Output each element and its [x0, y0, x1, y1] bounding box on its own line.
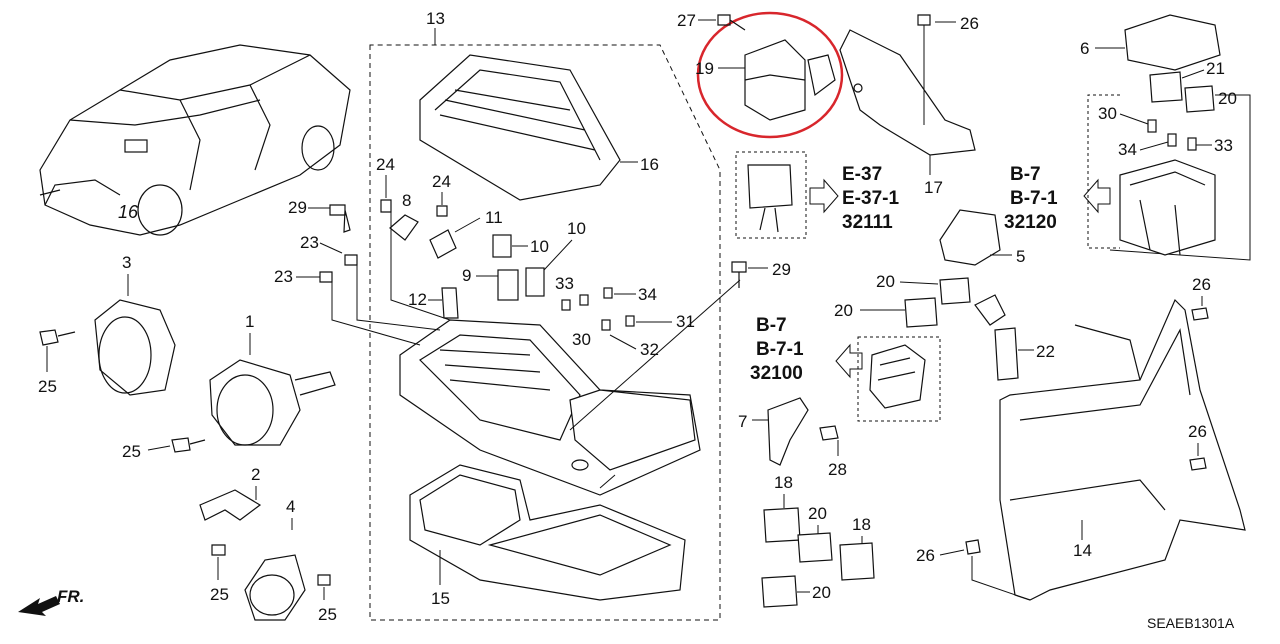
- callout-14: 14: [1073, 541, 1092, 560]
- callout-34-mid: 34: [638, 285, 657, 304]
- front-indicator-label: FR.: [57, 587, 84, 606]
- sleeve-22: 22: [974, 294, 1055, 381]
- callout-18-left: 18: [774, 473, 793, 492]
- callout-22: 22: [1036, 342, 1055, 361]
- fuse-box-small-parts: 29 24 8 24 11 10 10 9 23 23 12: [274, 155, 741, 431]
- callout-26-bottom: 26: [916, 546, 935, 565]
- horn-bracket-2-and-horn-4: 2 4 25 25: [199, 465, 337, 624]
- horn-1: 1 25: [122, 312, 336, 461]
- bracket-14: 14 26 26 26: [916, 275, 1246, 601]
- callout-1: 1: [245, 312, 254, 331]
- callout-33-mid: 33: [555, 274, 574, 293]
- callout-26-right-upper: 26: [1192, 275, 1211, 294]
- ref-b7-mid-line3: 32100: [750, 363, 803, 384]
- callout-20-bottom: 20: [812, 583, 831, 602]
- callout-25-top: 25: [38, 377, 57, 396]
- callout-7: 7: [738, 412, 747, 431]
- bracket-7: 7 28: [738, 397, 847, 479]
- front-direction-indicator: FR.: [18, 587, 84, 616]
- callout-33-right: 33: [1214, 136, 1233, 155]
- callout-29-right: 29: [772, 260, 791, 279]
- callout-21: 21: [1206, 59, 1225, 78]
- relays-20-middle: 20 20: [834, 272, 971, 328]
- callout-18-right: 18: [852, 515, 871, 534]
- callout-23-bottom: 23: [274, 267, 293, 286]
- callout-32: 32: [640, 340, 659, 359]
- ref-e37-line2: E-37-1: [842, 188, 899, 209]
- callout-24-right: 24: [432, 172, 451, 191]
- connector-ref-b7-right: B-7 B-7-1 32120: [1004, 164, 1111, 233]
- ref-b7-right-line2: B-7-1: [1010, 188, 1058, 209]
- callout-30-mid: 30: [572, 330, 591, 349]
- callout-28: 28: [828, 460, 847, 479]
- callout-25-bottom-right: 25: [318, 605, 337, 624]
- callout-25-mid: 25: [122, 442, 141, 461]
- callout-4: 4: [286, 497, 295, 516]
- ref-b7-mid-line1: B-7: [756, 315, 787, 336]
- callout-29-left: 29: [288, 198, 307, 217]
- callout-13: 13: [426, 9, 445, 28]
- callout-20-topright: 20: [1218, 89, 1237, 108]
- ref-b7-mid-line2: B-7-1: [756, 339, 804, 360]
- callout-31: 31: [676, 312, 695, 331]
- relays-bottom: 18 20 18 20: [761, 473, 875, 608]
- relay-19-highlighted: 19 27: [677, 11, 844, 139]
- callout-30-right: 30: [1098, 104, 1117, 123]
- lower-fuse-box-case: 15: [409, 464, 686, 608]
- callout-19: 19: [695, 59, 714, 78]
- fuse-10a: [492, 234, 512, 258]
- diagram-code: SEAEB1301A: [1147, 615, 1235, 631]
- callout-10-a: 10: [530, 237, 549, 256]
- callout-17: 17: [924, 178, 943, 197]
- car-sketch: 16: [39, 44, 351, 236]
- callout-23-top: 23: [300, 233, 319, 252]
- ref-b7-right-line1: B-7: [1010, 164, 1041, 185]
- callout-11: 11: [485, 208, 503, 227]
- fuse-box-cover: 16: [419, 54, 659, 201]
- fuse-box-body: [399, 319, 701, 496]
- callout-20-mid-lower: 20: [834, 301, 853, 320]
- highlight-circle: [696, 11, 844, 139]
- callout-10-b: 10: [567, 219, 586, 238]
- callout-8: 8: [402, 191, 411, 210]
- callout-34-right: 34: [1118, 140, 1137, 159]
- callout-20-bottom-mid: 20: [808, 504, 827, 523]
- callout-16: 16: [640, 155, 659, 174]
- relay-box-group-right: 6 21 20 30 34 33: [1080, 14, 1251, 261]
- horn-assembly-3: 3 25: [38, 253, 176, 396]
- callout-24-left: 24: [376, 155, 395, 174]
- connector-box-b7-mid: B-7 B-7-1 32100: [750, 315, 941, 422]
- callout-12: 12: [408, 290, 427, 309]
- callout-15: 15: [431, 589, 450, 608]
- callout-2: 2: [251, 465, 260, 484]
- callout-27: 27: [677, 11, 696, 30]
- fuse-box-assembly-outline: 13: [369, 9, 721, 621]
- bolt-29-right: 29: [731, 260, 791, 288]
- car-sketch-mark: 16: [118, 202, 139, 222]
- ref-b7-right-line3: 32120: [1004, 212, 1057, 233]
- relay-bracket-17: 17 26: [839, 14, 979, 197]
- relay-5: 5: [939, 209, 1025, 266]
- callout-26-right-lower: 26: [1188, 422, 1207, 441]
- callout-5: 5: [1016, 247, 1025, 266]
- callout-25-bottom-left: 25: [210, 585, 229, 604]
- callout-3: 3: [122, 253, 131, 272]
- connector-box-e37: E-37 E-37-1 32111: [735, 151, 899, 239]
- callout-6: 6: [1080, 39, 1089, 58]
- callout-20-mid-upper: 20: [876, 272, 895, 291]
- callout-26-top: 26: [960, 14, 979, 33]
- callout-9: 9: [462, 266, 471, 285]
- ref-e37-line3: 32111: [842, 212, 893, 233]
- ref-e37-line1: E-37: [842, 164, 882, 185]
